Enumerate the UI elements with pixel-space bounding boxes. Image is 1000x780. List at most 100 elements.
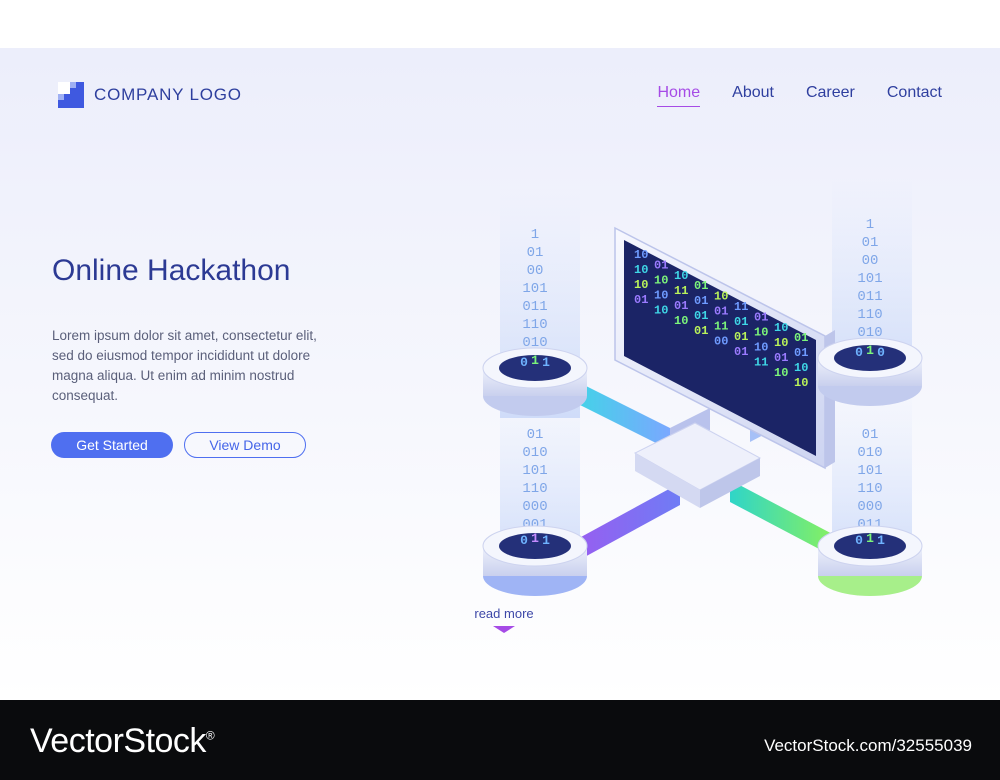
screen-bit-pair: 01 — [694, 294, 708, 308]
bits-top-right-6: 010 — [857, 325, 882, 341]
pod-bit-br-c: 1 — [877, 533, 885, 548]
screen-bit-pair: 10 — [754, 325, 768, 339]
pod-top-right — [817, 337, 923, 406]
screen-bit-pair: 01 — [634, 293, 648, 307]
pod-bit-tr-a: 0 — [855, 345, 863, 360]
connector-bottom-right — [730, 480, 840, 560]
pod-top-left — [482, 347, 588, 416]
pod-bit-bl-b: 1 — [531, 531, 539, 546]
screen-bit-pair: 10 — [794, 376, 808, 390]
pod-bottom-right — [817, 525, 923, 596]
screen-bit-pair: 10 — [654, 303, 668, 317]
bits-top-left-3: 101 — [522, 281, 547, 297]
screen-bit-pair: 01 — [674, 299, 688, 313]
screen-bit-pair: 10 — [774, 366, 788, 380]
hub-plate-side-right — [700, 458, 760, 508]
footer-brand: VectorStock® — [30, 722, 215, 761]
screen-bit-pair: 01 — [694, 309, 708, 323]
screen-bit-pair: 10 — [774, 321, 788, 335]
footer-brand-text: VectorStock — [30, 722, 206, 760]
screen-bit-pair: 01 — [694, 324, 708, 338]
pod-bit-tl-b: 1 — [531, 353, 539, 368]
connector-bottom-left — [570, 483, 680, 565]
pod-bit-tr-b: 1 — [866, 343, 874, 358]
screen-bit-pair: 11 — [754, 355, 768, 369]
nav-contact[interactable]: Contact — [886, 84, 942, 101]
screen-bit-pair: 10 — [654, 288, 668, 302]
logo-squares-icon — [58, 82, 84, 108]
read-more-link[interactable]: read more — [474, 606, 534, 621]
chevron-down-icon[interactable] — [493, 626, 515, 633]
screen-bit-pair: 10 — [674, 314, 688, 328]
pod-bottom-left — [482, 525, 588, 596]
main-nav: Home About Career Contact — [657, 84, 942, 107]
screen-binary: 1010100101101010101101100101010110011100… — [634, 248, 808, 390]
footer-bar: VectorStock® VectorStock.com/32555039 — [0, 700, 1000, 780]
screen-bit-pair: 01 — [714, 305, 728, 319]
pod-bit-tr-c: 0 — [877, 345, 885, 360]
bits-bottom-left-2: 101 — [522, 463, 547, 479]
company-logo[interactable]: COMPANY LOGO — [58, 82, 242, 108]
bits-bottom-left-1: 010 — [522, 445, 547, 461]
bits-top-left-5: 110 — [522, 317, 547, 333]
screen-bit-pair: 11 — [714, 320, 728, 334]
screen-bit-pair: 01 — [754, 310, 768, 324]
screen-bit-pair: 10 — [774, 336, 788, 350]
screen-bit-pair: 10 — [674, 269, 688, 283]
bits-bottom-right-3: 110 — [857, 481, 882, 497]
bits-top-right-4: 011 — [857, 289, 882, 305]
bits-bottom-left-0: 01 — [527, 427, 544, 443]
monitor: 1010100101101010101101100101010110011100… — [614, 226, 835, 470]
bits-bottom-right-4: 000 — [857, 499, 882, 515]
pod-bit-tl-a: 0 — [520, 355, 528, 370]
get-started-button[interactable]: Get Started — [51, 432, 173, 458]
bits-top-left-1: 01 — [527, 245, 544, 261]
bits-bottom-right-2: 101 — [857, 463, 882, 479]
hackathon-illustration: 1 01 00 101 011 110 010 0 1 01 00 101 01… — [482, 178, 923, 596]
nav-about[interactable]: About — [732, 84, 774, 101]
pod-bit-bl-c: 1 — [542, 533, 550, 548]
logo-text: COMPANY LOGO — [94, 85, 242, 104]
bits-top-right-0: 1 — [866, 217, 874, 233]
view-demo-button[interactable]: View Demo — [184, 432, 306, 458]
bits-top-left-2: 00 — [527, 263, 544, 279]
bits-bottom-left-3: 110 — [522, 481, 547, 497]
screen-bit-pair: 10 — [634, 278, 648, 292]
bits-bottom-left-4: 000 — [522, 499, 547, 515]
hero-description: Lorem ipsum dolor sit amet, consectetur … — [52, 328, 317, 403]
registered-mark: ® — [205, 728, 215, 743]
hero-title: Online Hackathon — [52, 254, 291, 287]
bits-top-right-5: 110 — [857, 307, 882, 323]
bits-top-right-3: 101 — [857, 271, 882, 287]
pod-bit-tl-c: 1 — [542, 355, 550, 370]
screen-bit-pair: 10 — [634, 263, 648, 277]
hub-plate-side-left — [635, 453, 700, 508]
screen-bit-pair: 10 — [654, 273, 668, 287]
screen-bit-pair: 10 — [714, 290, 728, 304]
screen-bit-pair: 01 — [694, 279, 708, 293]
bits-top-left-6: 010 — [522, 335, 547, 351]
footer-image-id: VectorStock.com/32555039 — [764, 736, 972, 755]
screen-bit-pair: 10 — [794, 361, 808, 375]
landing-page: COMPANY LOGO Home About Career Contact O… — [0, 48, 1000, 700]
monitor-screen — [624, 240, 816, 456]
screen-bit-pair: 00 — [714, 335, 728, 349]
nav-career[interactable]: Career — [805, 84, 855, 101]
nav-home[interactable]: Home — [657, 84, 701, 107]
screen-bit-pair: 01 — [774, 351, 788, 365]
screen-bit-pair: 10 — [634, 248, 648, 262]
bits-top-right-1: 01 — [862, 235, 879, 251]
screen-bit-pair: 01 — [794, 346, 808, 360]
screen-bit-pair: 11 — [734, 300, 748, 314]
connector-top-left — [570, 378, 670, 450]
screen-bit-pair: 01 — [734, 330, 748, 344]
screen-bit-pair: 01 — [654, 258, 668, 272]
pod-bit-br-b: 1 — [866, 531, 874, 546]
screen-bit-pair: 11 — [674, 284, 688, 298]
bits-top-right-2: 00 — [862, 253, 879, 269]
bits-bottom-right-0: 01 — [862, 427, 879, 443]
bits-top-left-4: 011 — [522, 299, 547, 315]
screen-bit-pair: 01 — [734, 345, 748, 359]
screen-bit-pair: 01 — [734, 315, 748, 329]
bits-top-left-0: 1 — [531, 227, 539, 243]
